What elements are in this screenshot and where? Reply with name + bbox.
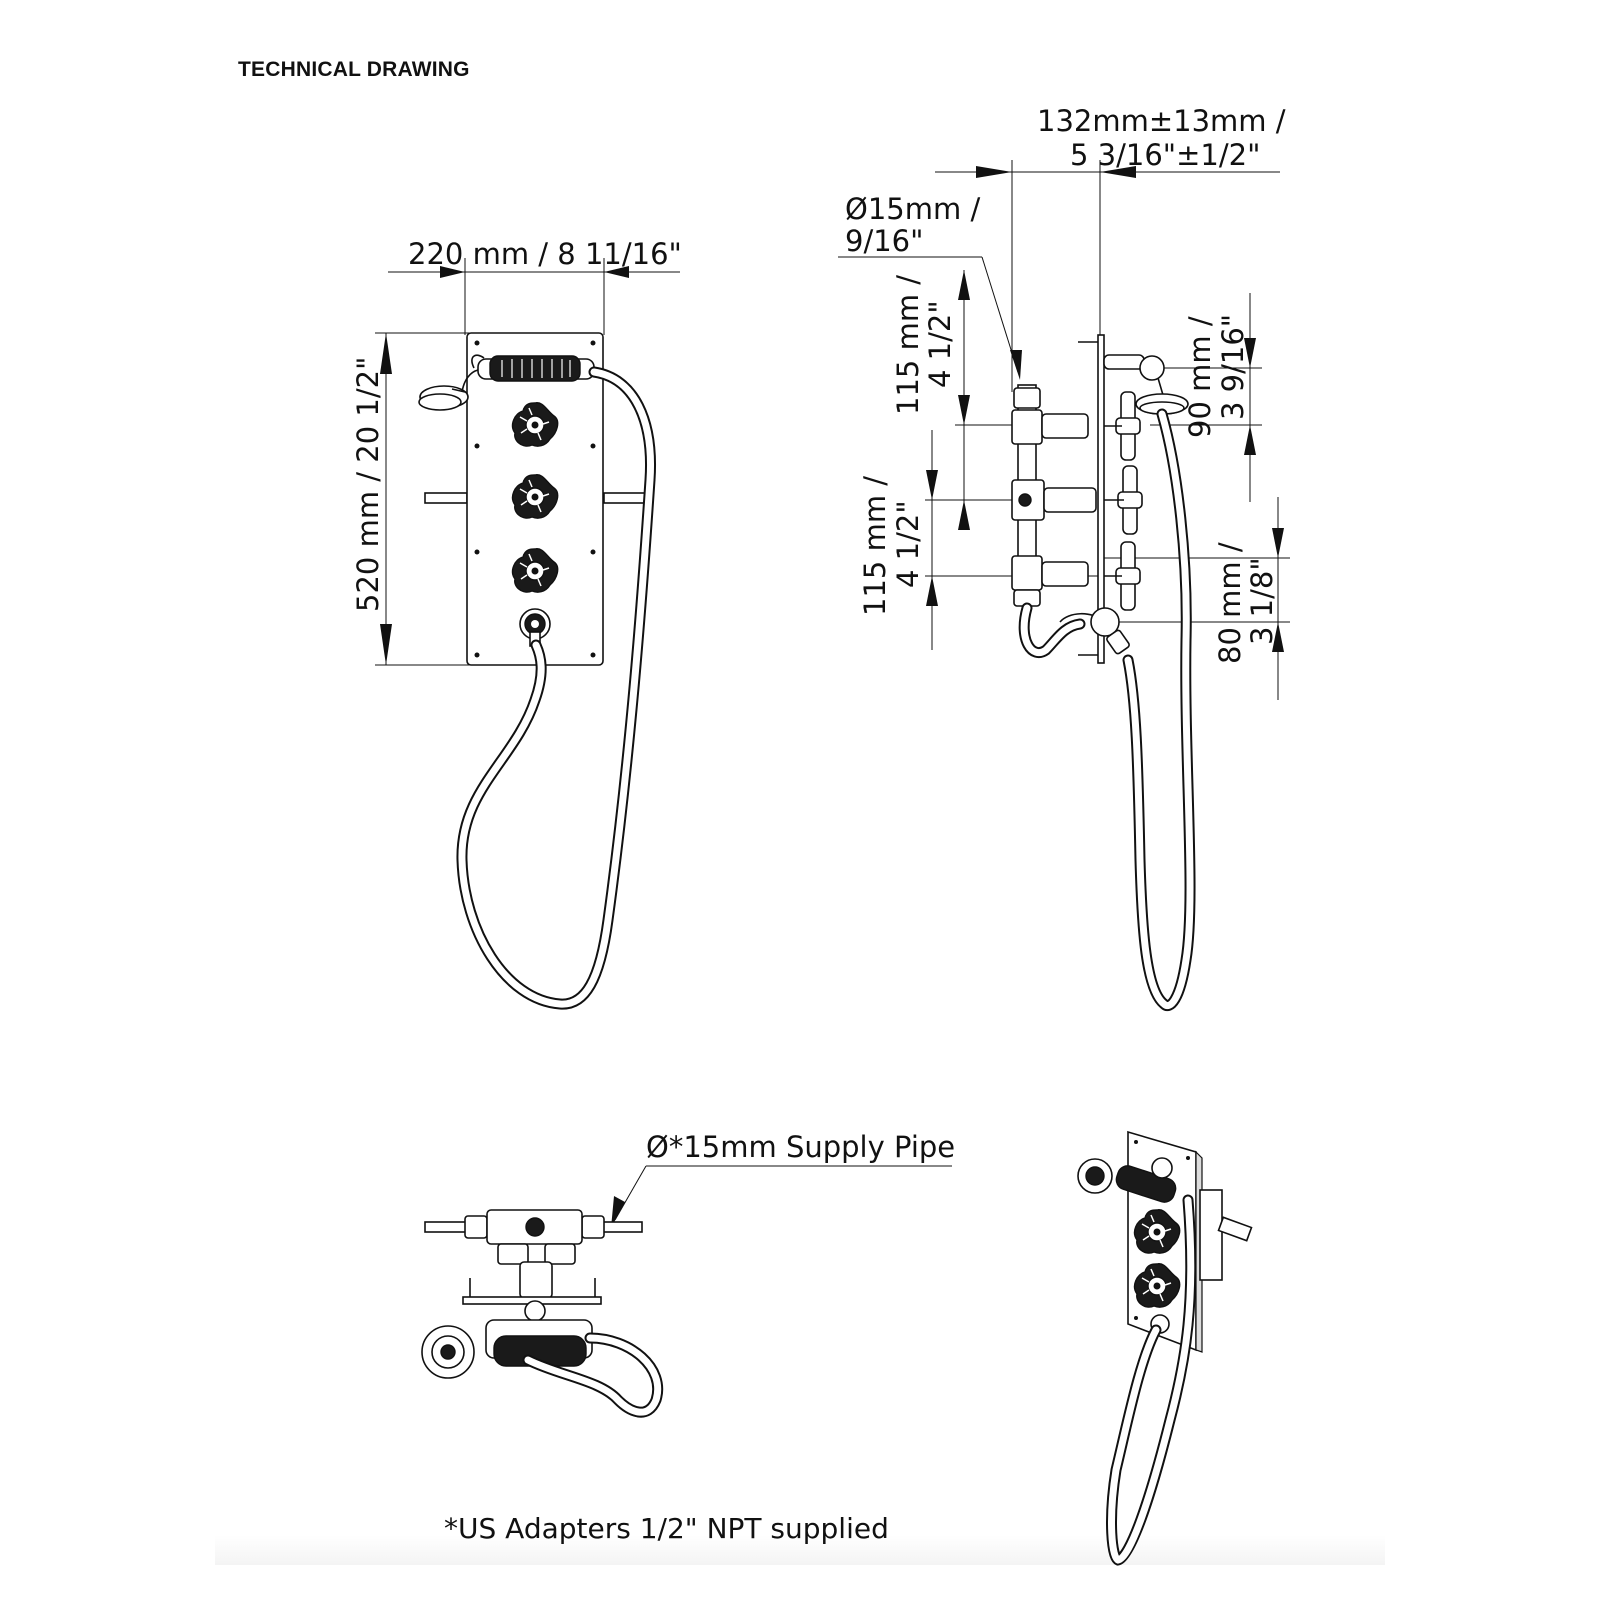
width-dimension-label: 220 mm / 8 11/16" [408, 237, 682, 271]
footnote: *US Adapters 1/2" NPT supplied [444, 1512, 889, 1545]
shower-head-icon [421, 1325, 475, 1379]
supply-pipe-label: Ø*15mm Supply Pipe [646, 1130, 955, 1164]
top-view: Ø*15mm Supply Pipe [421, 1130, 955, 1418]
side-view: 132mm±13mm / 5 3/16"±1/2" Ø15mm / 9/16" … [838, 104, 1290, 1011]
showerhead-offset-line1: 90 mm / [1183, 316, 1217, 438]
pipe-diameter-line2: 9/16" [845, 224, 923, 258]
lower-spacing-line2: 4 1/2" [891, 500, 925, 588]
outlet-offset-line1: 80 mm / [1213, 542, 1247, 664]
upper-spacing-line1: 115 mm / [891, 275, 925, 415]
hose-outlet-icon [519, 608, 551, 647]
showerhead-offset-line2: 3 9/16" [1216, 314, 1250, 420]
outlet-offset-line2: 3 1/8" [1245, 557, 1279, 645]
shower-head-icon [418, 369, 479, 411]
front-view: 220 mm / 8 11/16" 520 mm / 20 1/2" [351, 237, 682, 1010]
pipe-diameter-line1: Ø15mm / [845, 192, 980, 226]
page-title: TECHNICAL DRAWING [238, 58, 470, 81]
sheet-bottom-shadow [215, 1535, 1385, 1565]
depth-dimension-line2: 5 3/16"±1/2" [1070, 138, 1260, 172]
lower-spacing-line1: 115 mm / [858, 476, 892, 616]
upper-spacing-line2: 4 1/2" [923, 300, 957, 388]
shower-head-icon [1135, 377, 1189, 415]
depth-dimension-line1: 132mm±13mm / [1037, 104, 1286, 138]
isometric-view [1077, 1130, 1253, 1566]
height-dimension-label: 520 mm / 20 1/2" [351, 357, 385, 612]
shower-head-icon [1077, 1158, 1113, 1194]
